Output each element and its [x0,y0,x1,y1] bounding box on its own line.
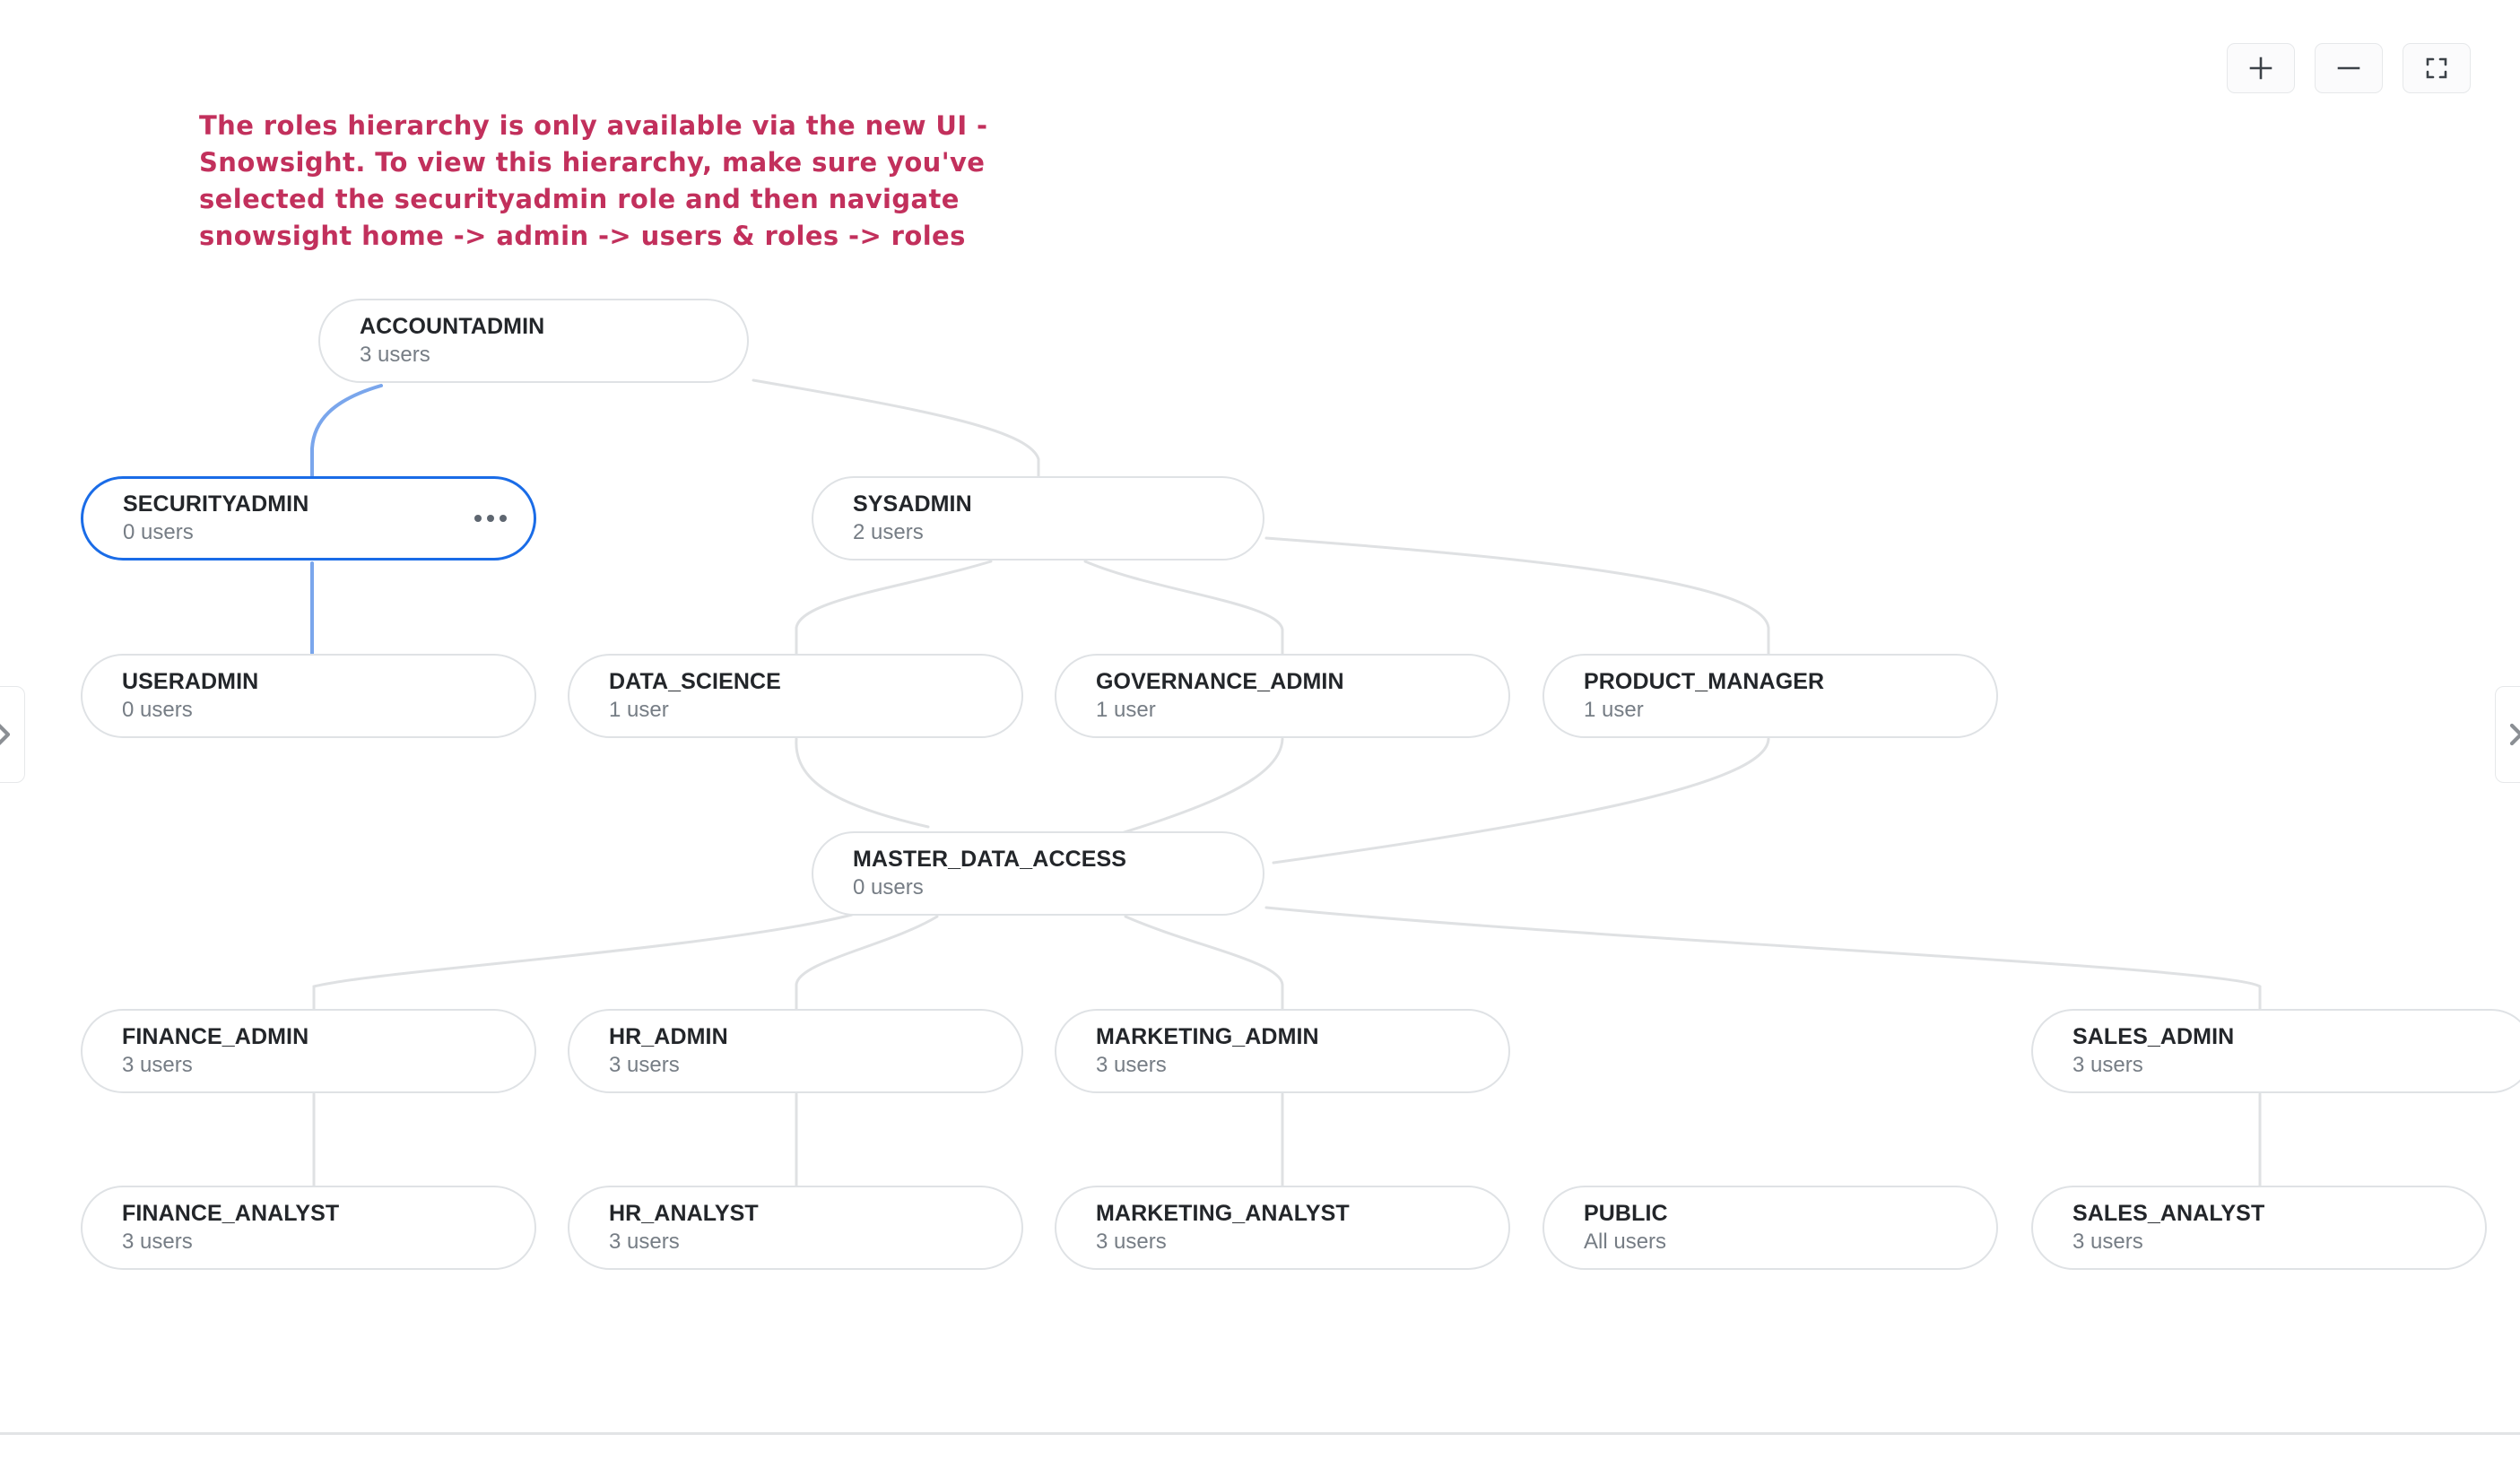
role-node-accountadmin[interactable]: ACCOUNTADMIN 3 users [318,299,749,383]
role-node-marketing_admin[interactable]: MARKETING_ADMIN 3 users [1055,1009,1510,1093]
role-node-name: SYSADMIN [853,491,972,517]
fullscreen-icon [2426,57,2447,79]
annotation-note: The roles hierarchy is only available vi… [199,110,988,251]
chevron-right-icon [2509,723,2520,746]
role-node-master_data_access[interactable]: MASTER_DATA_ACCESS 0 users [812,831,1264,916]
right-panel-handle[interactable] [2495,686,2520,783]
role-node-user-count: 3 users [1096,1053,1167,1077]
role-node-useradmin[interactable]: USERADMIN 0 users [81,654,536,738]
role-node-user-count: 3 users [122,1230,193,1254]
role-node-marketing_analyst[interactable]: MARKETING_ANALYST 3 users [1055,1186,1510,1270]
role-node-sales_admin[interactable]: SALES_ADMIN 3 users [2031,1009,2520,1093]
role-node-name: SALES_ANALYST [2072,1201,2265,1226]
role-node-hr_analyst[interactable]: HR_ANALYST 3 users [568,1186,1023,1270]
role-node-name: ACCOUNTADMIN [360,314,545,339]
role-node-name: MARKETING_ANALYST [1096,1201,1350,1226]
role-node-name: HR_ADMIN [609,1024,728,1049]
role-node-user-count: 1 user [1096,698,1156,722]
role-node-user-count: 3 users [2072,1053,2143,1077]
role-node-more-options-icon[interactable] [474,515,507,522]
role-node-user-count: 0 users [122,698,193,722]
plus-icon [2249,56,2272,80]
role-node-name: GOVERNANCE_ADMIN [1096,669,1344,694]
role-node-user-count: 1 user [1584,698,1644,722]
role-node-user-count: 3 users [609,1230,680,1254]
role-node-finance_admin[interactable]: FINANCE_ADMIN 3 users [81,1009,536,1093]
role-node-user-count: 3 users [1096,1230,1167,1254]
role-node-governance_admin[interactable]: GOVERNANCE_ADMIN 1 user [1055,654,1510,738]
role-node-user-count: 2 users [853,520,924,544]
chevron-right-icon [0,724,11,745]
fit-to-screen-button[interactable] [2403,43,2471,93]
role-node-name: PUBLIC [1584,1201,1668,1226]
role-node-user-count: 3 users [122,1053,193,1077]
role-node-user-count: 1 user [609,698,669,722]
role-node-user-count: 3 users [360,343,430,367]
zoom-out-button[interactable] [2315,43,2383,93]
role-node-data_science[interactable]: DATA_SCIENCE 1 user [568,654,1023,738]
role-node-name: DATA_SCIENCE [609,669,781,694]
role-node-public[interactable]: PUBLIC All users [1542,1186,1998,1270]
role-node-name: FINANCE_ANALYST [122,1201,340,1226]
zoom-in-button[interactable] [2227,43,2295,93]
role-node-name: PRODUCT_MANAGER [1584,669,1825,694]
bottom-divider [0,1432,2520,1435]
role-node-user-count: All users [1584,1230,1667,1254]
role-node-name: SECURITYADMIN [123,491,309,517]
role-node-hr_admin[interactable]: HR_ADMIN 3 users [568,1009,1023,1093]
role-node-name: USERADMIN [122,669,259,694]
role-node-sales_analyst[interactable]: SALES_ANALYST 3 users [2031,1186,2487,1270]
role-node-name: FINANCE_ADMIN [122,1024,309,1049]
role-node-finance_analyst[interactable]: FINANCE_ANALYST 3 users [81,1186,536,1270]
zoom-controls [2227,43,2471,93]
role-node-user-count: 0 users [123,520,194,544]
role-node-user-count: 0 users [853,875,924,899]
minus-icon [2337,66,2360,70]
role-node-name: MASTER_DATA_ACCESS [853,847,1127,872]
role-node-product_manager[interactable]: PRODUCT_MANAGER 1 user [1542,654,1998,738]
role-node-sysadmin[interactable]: SYSADMIN 2 users [812,476,1264,561]
left-panel-handle[interactable] [0,686,25,783]
role-node-name: HR_ANALYST [609,1201,759,1226]
role-node-user-count: 3 users [609,1053,680,1077]
role-node-name: SALES_ADMIN [2072,1024,2235,1049]
role-node-name: MARKETING_ADMIN [1096,1024,1319,1049]
role-node-securityadmin[interactable]: SECURITYADMIN 0 users [81,476,536,561]
role-node-user-count: 3 users [2072,1230,2143,1254]
